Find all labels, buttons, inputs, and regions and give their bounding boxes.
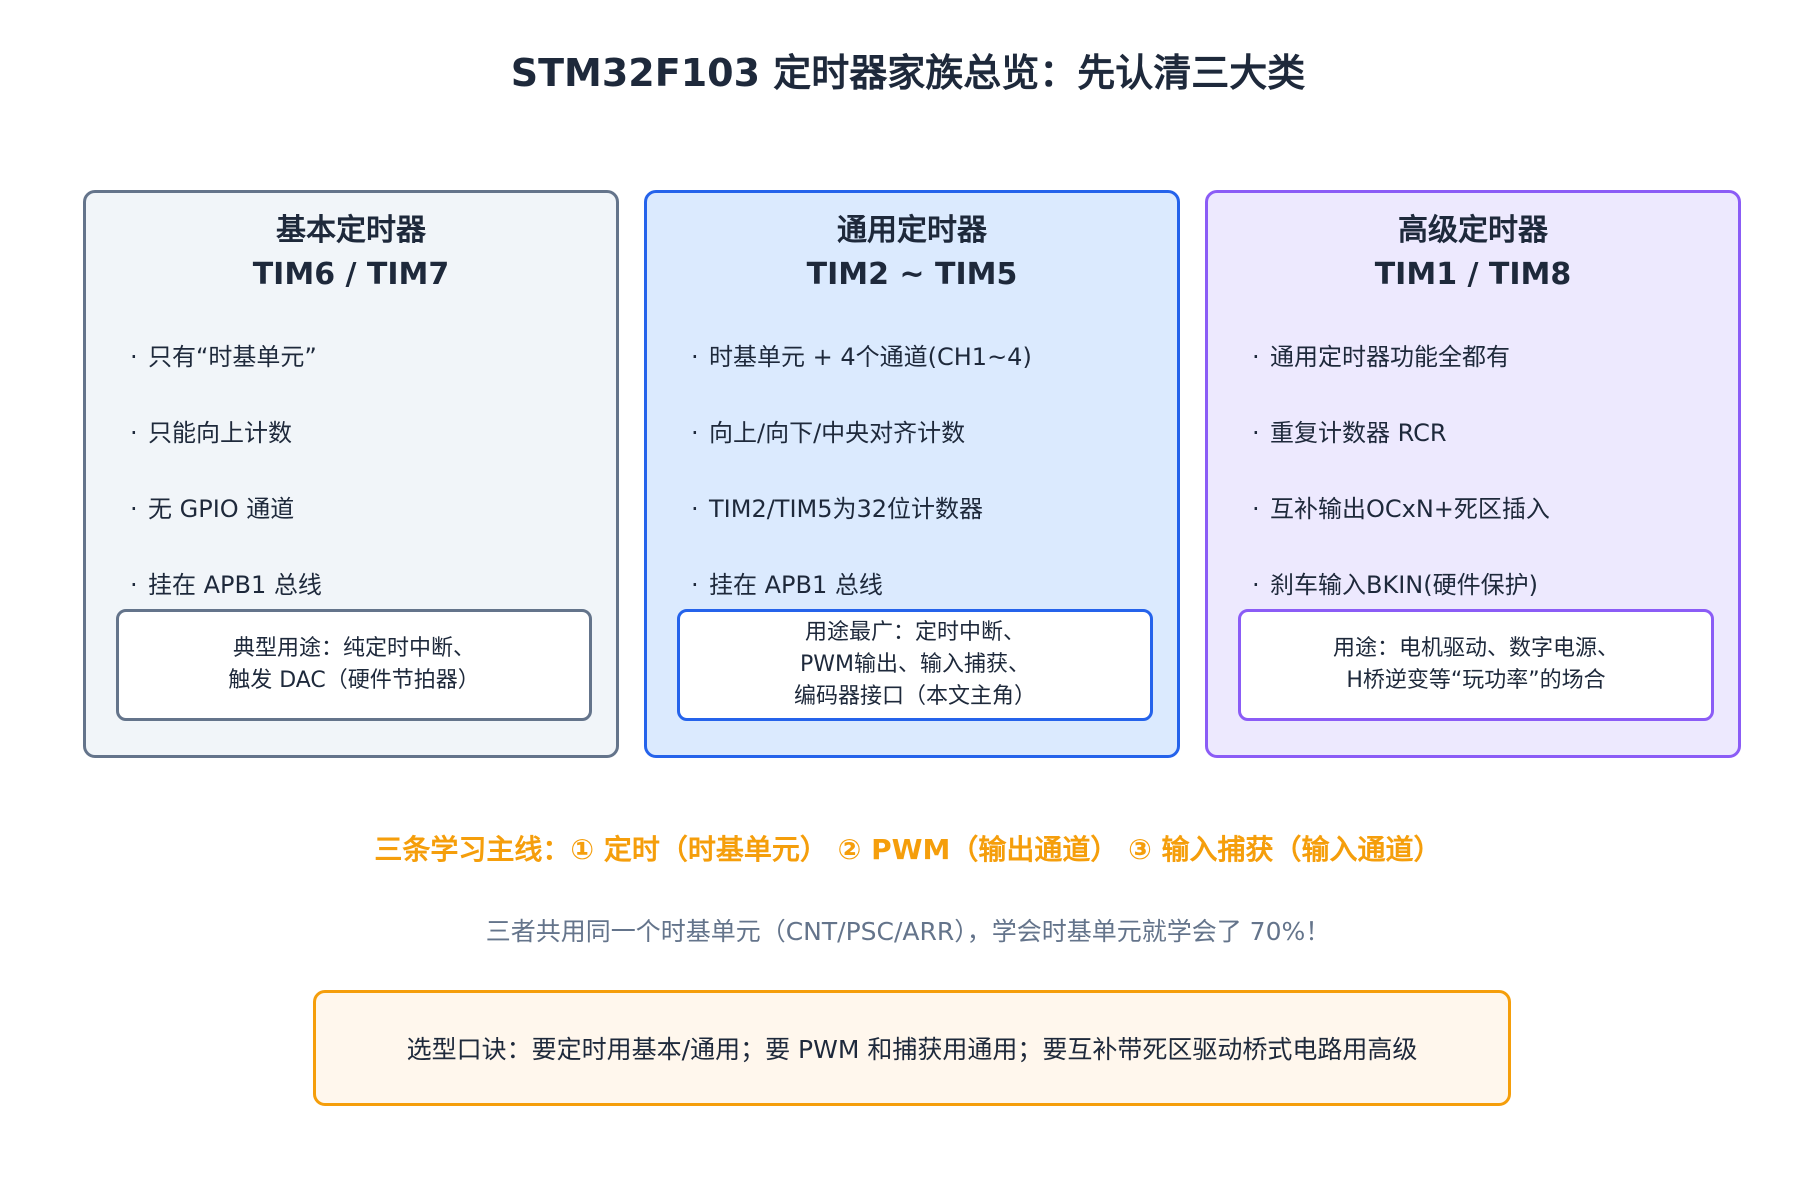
bullet-dot-icon: · [691,343,699,371]
selection-tip-box: 选型口诀：要定时用基本/通用；要 PWM 和捕获用通用；要互补带死区驱动桥式电路… [313,990,1511,1106]
bullet-dot-icon: · [1252,495,1260,523]
bullet-dot-icon: · [691,419,699,447]
usage-line: 典型用途：纯定时中断、 [232,636,475,661]
usage-box: 用途：电机驱动、数字电源、 H桥逆变等“玩功率”的场合 [1238,609,1714,721]
bullet-dot-icon: · [691,571,699,599]
general-timer-card: 通用定时器 TIM2 ~ TIM5 ·时基单元 + 4个通道(CH1~4) ·向… [644,190,1180,758]
bullet-dot-icon: · [130,419,138,447]
bullet-item: ·无 GPIO 通道 [130,495,295,523]
bullet-item: ·挂在 APB1 总线 [130,571,322,599]
usage-box: 用途最广：定时中断、 PWM输出、输入捕获、 编码器接口（本文主角） [677,609,1153,721]
usage-line: H桥逆变等“玩功率”的场合 [1346,668,1606,693]
bullet-item: ·时基单元 + 4个通道(CH1~4) [691,343,1032,371]
bullet-item: ·TIM2/TIM5为32位计数器 [691,495,984,523]
bullet-dot-icon: · [691,495,699,523]
bullet-item: ·只有“时基单元” [130,343,317,371]
shared-timebase-note: 三者共用同一个时基单元（CNT/PSC/ARR），学会时基单元就学会了 70%！ [485,917,1331,946]
learning-mainline: 三条学习主线：① 定时（时基单元） ② PWM（输出通道） ③ 输入捕获（输入通… [374,833,1442,866]
card-timers: TIM1 / TIM8 [1374,257,1572,292]
bullet-item: ·挂在 APB1 总线 [691,571,883,599]
usage-line: 用途最广：定时中断、 [804,620,1025,645]
basic-timer-card: 基本定时器 TIM6 / TIM7 ·只有“时基单元” ·只能向上计数 ·无 G… [83,190,619,758]
usage-line: 编码器接口（本文主角） [793,684,1036,709]
card-title: 通用定时器 [837,213,987,248]
bullet-item: ·重复计数器 RCR [1252,419,1447,447]
bullet-dot-icon: · [1252,343,1260,371]
bullet-item: ·向上/向下/中央对齐计数 [691,419,966,447]
card-title: 基本定时器 [276,213,426,248]
bullet-dot-icon: · [130,495,138,523]
bullet-item: ·通用定时器功能全都有 [1252,343,1510,371]
bullet-dot-icon: · [1252,571,1260,599]
bullet-item: ·刹车输入BKIN(硬件保护) [1252,571,1538,599]
bullet-item: ·只能向上计数 [130,419,292,447]
advanced-timer-card: 高级定时器 TIM1 / TIM8 ·通用定时器功能全都有 ·重复计数器 RCR… [1205,190,1741,758]
bullet-dot-icon: · [130,571,138,599]
bullet-dot-icon: · [1252,419,1260,447]
usage-line: 触发 DAC（硬件节拍器） [228,668,480,693]
bullet-item: ·互补输出OCxN+死区插入 [1252,495,1550,523]
card-timers: TIM6 / TIM7 [252,257,450,292]
page-title: STM32F103 定时器家族总览：先认清三大类 [510,51,1306,95]
usage-line: PWM输出、输入捕获、 [799,652,1030,677]
bullet-dot-icon: · [130,343,138,371]
usage-line: 用途：电机驱动、数字电源、 [1332,636,1619,661]
card-timers: TIM2 ~ TIM5 [806,257,1018,292]
selection-tip-text: 选型口诀：要定时用基本/通用；要 PWM 和捕获用通用；要互补带死区驱动桥式电路… [406,1035,1418,1064]
usage-box: 典型用途：纯定时中断、 触发 DAC（硬件节拍器） [116,609,592,721]
card-title: 高级定时器 [1398,213,1548,248]
